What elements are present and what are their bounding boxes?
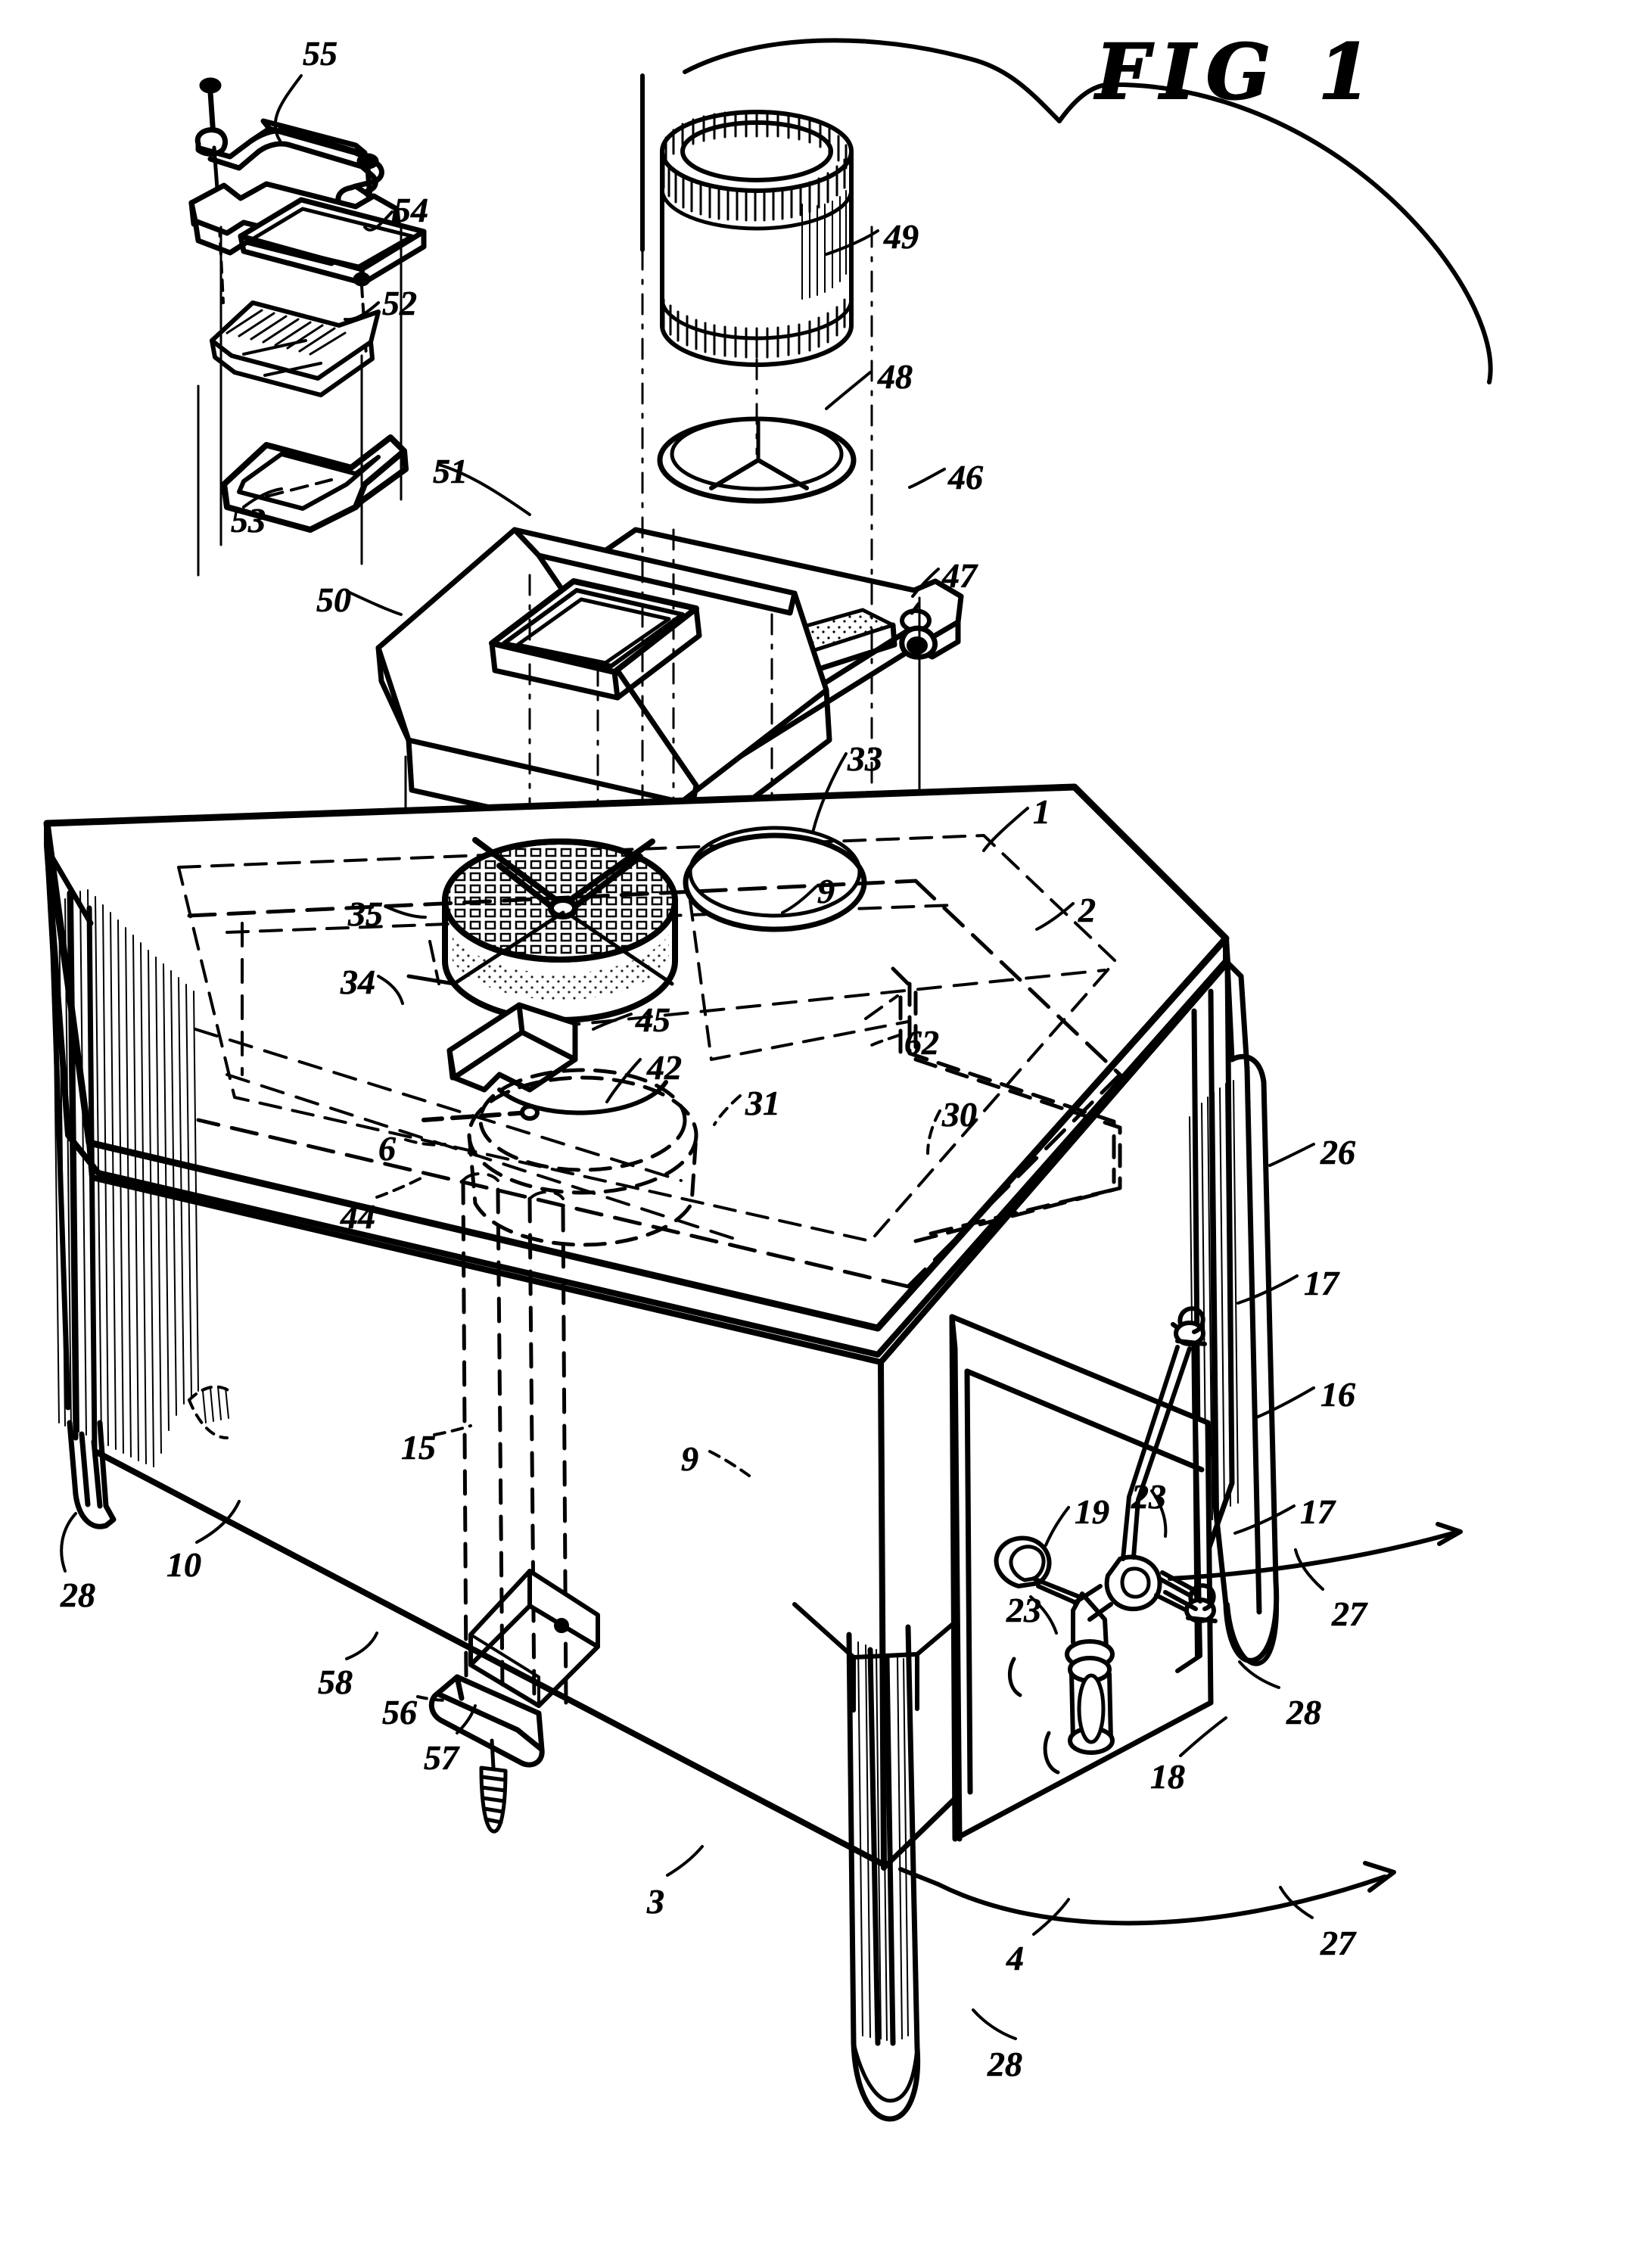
gasket-plate bbox=[210, 300, 381, 397]
basket-spider bbox=[472, 837, 655, 919]
reference-numeral-ribbed-drum: 49 bbox=[884, 217, 919, 256]
reference-numeral-cover-plate: 46 bbox=[948, 458, 984, 496]
reference-numeral-cabinet-front: 10 bbox=[166, 1545, 202, 1584]
reference-numeral-leg-tip: 28 bbox=[988, 2045, 1023, 2083]
left-rear-leg-hidden bbox=[188, 1385, 233, 1439]
reference-numeral-basket-support: 34 bbox=[341, 963, 376, 1001]
inner-housing-hidden bbox=[891, 966, 1122, 1243]
figure-title: FIG 1 bbox=[1095, 26, 1382, 117]
reference-numeral-well-outline: 9 bbox=[681, 1439, 699, 1478]
reference-numeral-latch-boss: 47 bbox=[942, 556, 978, 595]
right-leg-bottom bbox=[1225, 1585, 1280, 1666]
mounting-bracket bbox=[468, 1569, 600, 1708]
reference-numeral-chute: 42 bbox=[647, 1048, 683, 1087]
reference-numeral-apparatus: 1 bbox=[1033, 792, 1051, 831]
valve-stem bbox=[1065, 1591, 1115, 1755]
reference-numeral-well-outline: 9 bbox=[817, 872, 835, 910]
reference-numeral-table-top: 2 bbox=[1078, 891, 1097, 929]
reference-numeral-valve-body: 18 bbox=[1150, 1757, 1186, 1796]
hidden-duct bbox=[428, 940, 899, 1020]
shaft-hub bbox=[421, 1104, 540, 1122]
right-rear-leg bbox=[1212, 960, 1280, 1663]
drive-column-hidden-caps bbox=[462, 1172, 565, 1200]
reference-numeral-perforated-basket: 35 bbox=[348, 894, 384, 933]
bowl-outline bbox=[497, 1080, 668, 1115]
reference-numeral-leg-tip: 28 bbox=[1286, 1693, 1322, 1731]
valve-handle bbox=[994, 1535, 1092, 1611]
hinge-pin-upper bbox=[1174, 1306, 1207, 1346]
left-rear-leg-flutes bbox=[202, 1386, 229, 1423]
reference-numeral-mounting-foot: 56 bbox=[382, 1693, 418, 1731]
reference-numeral-bearing-ring: 44 bbox=[341, 1197, 376, 1236]
reference-numeral-basket-spider: 45 bbox=[636, 1000, 671, 1039]
reference-numeral-hinge-pin-lower: 17 bbox=[1300, 1492, 1336, 1531]
mounting-foot bbox=[428, 1674, 545, 1768]
cover-frame bbox=[188, 181, 427, 286]
center-front-leg bbox=[846, 1624, 921, 2122]
well-outline bbox=[683, 826, 867, 932]
swing-arrow-upper bbox=[1168, 1522, 1463, 1581]
reference-numeral-inner-housing: 30 bbox=[942, 1095, 978, 1134]
drum-ribs-top-edge bbox=[664, 110, 848, 170]
reference-numeral-gasket-plate: 52 bbox=[382, 284, 418, 322]
seal-ring bbox=[221, 434, 409, 533]
lid-body bbox=[375, 527, 832, 854]
reference-numeral-pivot-link: 23 bbox=[1131, 1477, 1167, 1516]
swing-arrow-lower bbox=[898, 1861, 1396, 1926]
sheet-break-curve bbox=[640, 38, 1493, 384]
well-hidden bbox=[689, 899, 910, 1061]
valve-body bbox=[1072, 1554, 1192, 1622]
reference-numeral-access-panel: 16 bbox=[1320, 1375, 1356, 1414]
reference-numeral-valve-handle: 19 bbox=[1075, 1492, 1110, 1531]
top-rail-hidden bbox=[187, 879, 1122, 1289]
reference-numeral-leg-tip: 28 bbox=[61, 1576, 96, 1614]
reference-numeral-bracket: 58 bbox=[318, 1663, 353, 1701]
basket-shading bbox=[453, 935, 669, 1000]
handle-bail bbox=[194, 118, 384, 215]
reference-numeral-cabinet-side: 3 bbox=[647, 1882, 665, 1921]
drum-seat-ring bbox=[657, 416, 857, 504]
drum-shading bbox=[801, 190, 847, 300]
drum-ribs-upper bbox=[662, 158, 846, 222]
reference-numeral-lid-body: 50 bbox=[316, 580, 352, 619]
center-leg-top-flare bbox=[792, 1602, 978, 1713]
reference-numeral-swing-arrow: 27 bbox=[1332, 1594, 1367, 1633]
reference-numeral-lower-bowl: 31 bbox=[745, 1084, 781, 1122]
reference-numeral-swing-arrow: 27 bbox=[1320, 1924, 1356, 1962]
leader-lines bbox=[60, 74, 1324, 2040]
basket-support-arms bbox=[406, 910, 674, 986]
reference-numeral-top-opening: 33 bbox=[848, 739, 883, 778]
reference-numeral-drum-seat-ring: 48 bbox=[878, 357, 913, 396]
drum-ribs-lower bbox=[662, 298, 846, 359]
adjusting-screw bbox=[479, 1738, 508, 1834]
reference-numeral-cabinet-rear-leg: 26 bbox=[1320, 1133, 1356, 1171]
ribbed-drum bbox=[660, 110, 854, 367]
reference-numeral-drive-column: 15 bbox=[401, 1428, 437, 1467]
valve-lower-extras bbox=[1007, 1657, 1060, 1775]
reference-numeral-hidden-duct: 62 bbox=[904, 1023, 940, 1062]
reference-numeral-seal-ring: 53 bbox=[231, 501, 266, 540]
reference-numeral-cabinet-base: 4 bbox=[1006, 1939, 1025, 1977]
reference-numeral-hinge-pin-upper: 17 bbox=[1304, 1264, 1339, 1302]
reference-numeral-shaft-hub: 6 bbox=[378, 1129, 397, 1168]
reference-numeral-adjusting-screw: 57 bbox=[424, 1738, 459, 1777]
left-panel-flutes bbox=[52, 889, 199, 1467]
reference-numeral-handle-bail: 55 bbox=[303, 34, 338, 73]
reference-numeral-cover-frame: 54 bbox=[394, 191, 429, 229]
reference-numeral-lid-window: 51 bbox=[433, 452, 468, 490]
alignment-lines bbox=[197, 226, 403, 577]
chute bbox=[446, 1002, 578, 1093]
cavity-hidden-lines bbox=[194, 922, 743, 1243]
reference-numeral-pivot-link: 23 bbox=[1006, 1591, 1042, 1629]
